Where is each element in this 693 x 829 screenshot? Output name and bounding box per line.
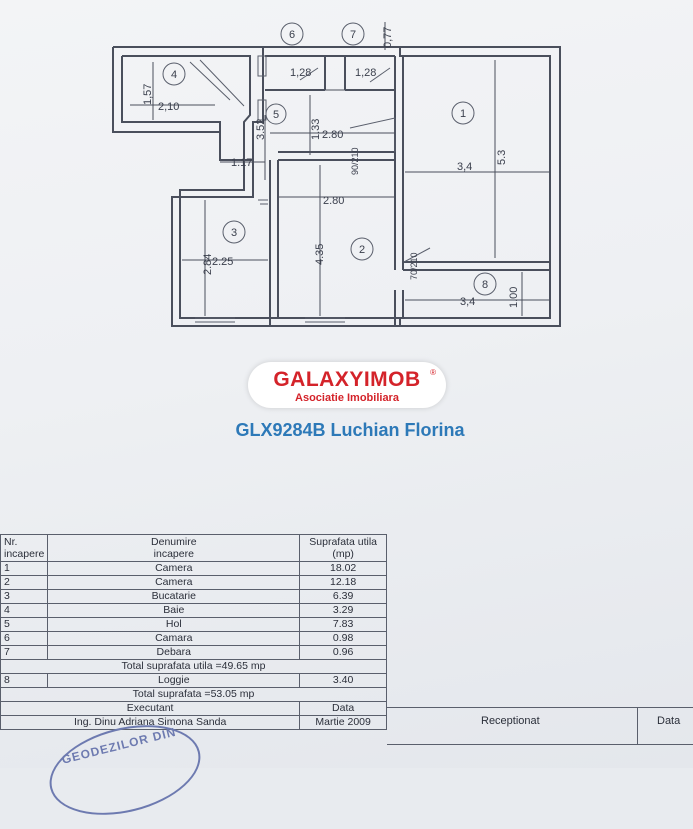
dim-0-77: 0,77 xyxy=(382,27,394,48)
dim-90-210: 90/210 xyxy=(350,147,360,175)
dim-70-210: 70/210 xyxy=(409,252,419,280)
room-number-1: 1 xyxy=(460,108,466,120)
room-number-5: 5 xyxy=(273,109,279,121)
dim-1-33: 1.33 xyxy=(310,119,322,140)
dim-2-84: 2.84 xyxy=(202,254,214,275)
header-area: Suprafata utila (mp) xyxy=(299,534,387,562)
floor-plan-walls xyxy=(112,46,561,327)
dim-3-52: 3.52 xyxy=(255,119,267,140)
total-row: Total suprafata =53.05 mp xyxy=(0,687,387,702)
header-nr-text: Nr. incapere xyxy=(4,536,45,560)
cell-nr: 2 xyxy=(0,575,49,590)
dim-1-57: 1,57 xyxy=(142,84,154,105)
total-area: Total suprafata =53.05 mp xyxy=(0,687,387,702)
logo-registered-mark: ® xyxy=(430,368,436,377)
cell-area: 0.98 xyxy=(299,631,387,646)
receptionat-label: Receptionat xyxy=(481,715,540,727)
logo-brand: GALAXYIMOB xyxy=(273,368,421,391)
floor-plan-dimension-lines xyxy=(130,22,550,316)
executant-row: Ing. Dinu Adriana Simona Sanda Martie 20… xyxy=(0,715,387,730)
room-number-4: 4 xyxy=(171,69,177,81)
table-row: 7 Debara 0.96 xyxy=(0,645,387,660)
cell-name: Camara xyxy=(47,631,301,646)
room-number-2: 2 xyxy=(359,244,365,256)
cell-area: 12.18 xyxy=(299,575,387,590)
executant-header-row: Executant Data xyxy=(0,701,387,716)
cell-nr: 7 xyxy=(0,645,49,660)
room-number-7: 7 xyxy=(350,29,356,41)
header-name-text: Denumire incapere xyxy=(151,536,197,560)
dim-1-28-left: 1,28 xyxy=(290,67,311,79)
header-nr: Nr. incapere xyxy=(0,534,49,562)
cell-nr: 8 xyxy=(0,673,49,688)
dim-3-4-room1: 3,4 xyxy=(457,161,472,173)
cell-area: 0.96 xyxy=(299,645,387,660)
executant-date: Martie 2009 xyxy=(299,715,387,730)
room-number-8: 8 xyxy=(482,279,488,291)
table-row: 5 Hol 7.83 xyxy=(0,617,387,632)
room-number-markers: 6 7 4 5 1 3 2 8 xyxy=(162,22,497,296)
cell-name: Hol xyxy=(47,617,301,632)
cell-nr: 6 xyxy=(0,631,49,646)
table-row: 3 Bucatarie 6.39 xyxy=(0,589,387,604)
logo-subtitle: Asociatie Imobiliara xyxy=(295,392,399,404)
cell-area: 18.02 xyxy=(299,561,387,576)
dim-2-80-room2: 2.80 xyxy=(323,195,344,207)
cell-area: 7.83 xyxy=(299,617,387,632)
cell-area: 6.39 xyxy=(299,589,387,604)
dimension-labels: 0,77 1,28 1,28 1,57 2,10 3.52 1.33 2.80 … xyxy=(142,27,520,308)
total-utila-row: Total suprafata utila =49.65 mp xyxy=(0,659,387,674)
cell-nr: 5 xyxy=(0,617,49,632)
executant-label: Executant xyxy=(0,701,301,716)
cell-name: Baie xyxy=(47,603,301,618)
room-number-3: 3 xyxy=(231,227,237,239)
dim-3-4-loggia: 3,4 xyxy=(460,296,475,308)
dim-1-28-right: 1,28 xyxy=(355,67,376,79)
cell-nr: 3 xyxy=(0,589,49,604)
dim-2-80-top: 2.80 xyxy=(322,129,343,141)
loggia-row: 8 Loggie 3.40 xyxy=(0,673,387,688)
dim-4-35: 4.35 xyxy=(314,244,326,265)
table-row: 1 Camera 18.02 xyxy=(0,561,387,576)
agent-reference: GLX9284B Luchian Florina xyxy=(235,420,465,440)
executant-name: Ing. Dinu Adriana Simona Sanda xyxy=(0,715,301,730)
receptionat-data-label: Data xyxy=(657,715,681,727)
cell-area: 3.29 xyxy=(299,603,387,618)
header-area-text: Suprafata utila (mp) xyxy=(309,536,377,560)
table-row: 4 Baie 3.29 xyxy=(0,603,387,618)
receptionat-cell xyxy=(387,708,638,744)
room-number-6: 6 xyxy=(289,29,295,41)
header-name: Denumire incapere xyxy=(47,534,301,562)
dim-1-17: 1.17 xyxy=(231,157,252,169)
galaxyimob-logo: GALAXYIMOB Asociatie Imobiliara ® xyxy=(248,362,446,408)
table-row: 6 Camara 0.98 xyxy=(0,631,387,646)
area-table: Nr. incapere Denumire incapere Suprafata… xyxy=(0,534,387,730)
cell-name: Bucatarie xyxy=(47,589,301,604)
cell-nr: 4 xyxy=(0,603,49,618)
table-header-row: Nr. incapere Denumire incapere Suprafata… xyxy=(0,534,387,562)
cell-nr: 1 xyxy=(0,561,49,576)
cell-name: Camera xyxy=(47,561,301,576)
cell-area: 3.40 xyxy=(299,673,387,688)
cell-name: Camera xyxy=(47,575,301,590)
dim-2-25: 2.25 xyxy=(212,256,233,268)
dim-2-10: 2,10 xyxy=(158,101,179,113)
total-utila: Total suprafata utila =49.65 mp xyxy=(0,659,387,674)
receptionat-block: Receptionat Data xyxy=(387,707,693,745)
dim-1-00: 1.00 xyxy=(508,287,520,308)
cell-name: Debara xyxy=(47,645,301,660)
floor-plan-doors xyxy=(189,55,431,323)
cell-name: Loggie xyxy=(47,673,301,688)
table-row: 2 Camera 12.18 xyxy=(0,575,387,590)
data-label: Data xyxy=(299,701,387,716)
dim-5-3: 5.3 xyxy=(496,150,508,165)
floor-plan: 6 7 4 5 1 3 2 8 0,77 1,28 1,28 1,57 2,10… xyxy=(112,22,561,327)
